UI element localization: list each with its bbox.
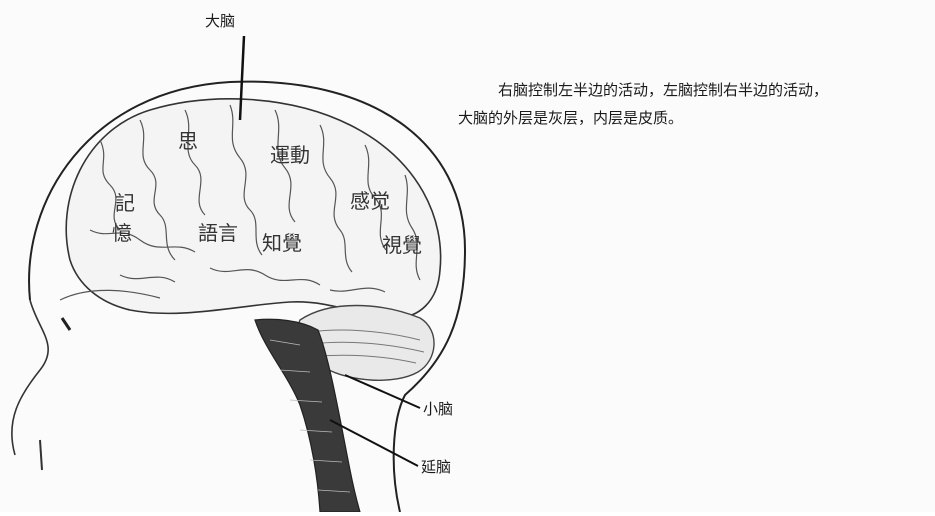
region-label: 語言	[198, 221, 238, 245]
cerebellum-label: 小脑	[423, 400, 453, 418]
neck-outline	[12, 300, 48, 455]
cerebrum-label: 大脑	[205, 12, 235, 30]
brain-diagram: 思 運動 記 憶 感觉 語言 知覺 視覺	[0, 0, 480, 512]
region-label: 記	[115, 191, 135, 215]
region-label: 思	[178, 129, 198, 153]
region-label: 知覺	[262, 231, 302, 255]
neck-line-left	[40, 440, 42, 470]
caption-paragraph: 右脑控制左半边的活动，左脑控制右半边的活动， 大脑的外层是灰层，内层是皮质。	[458, 76, 928, 132]
medulla-label: 延脑	[421, 458, 451, 476]
caption-line-2: 大脑的外层是灰层，内层是皮质。	[458, 104, 928, 132]
region-label: 運動	[270, 143, 310, 167]
caption-line-1: 右脑控制左半边的活动，左脑控制右半边的活动，	[458, 76, 928, 104]
ear-mark	[62, 318, 70, 330]
region-label: 感觉	[350, 189, 390, 213]
brain-illustration: 思 運動 記 憶 感觉 語言 知覺 視覺	[0, 0, 480, 512]
region-label: 視覺	[382, 233, 422, 257]
region-label: 憶	[112, 221, 132, 245]
